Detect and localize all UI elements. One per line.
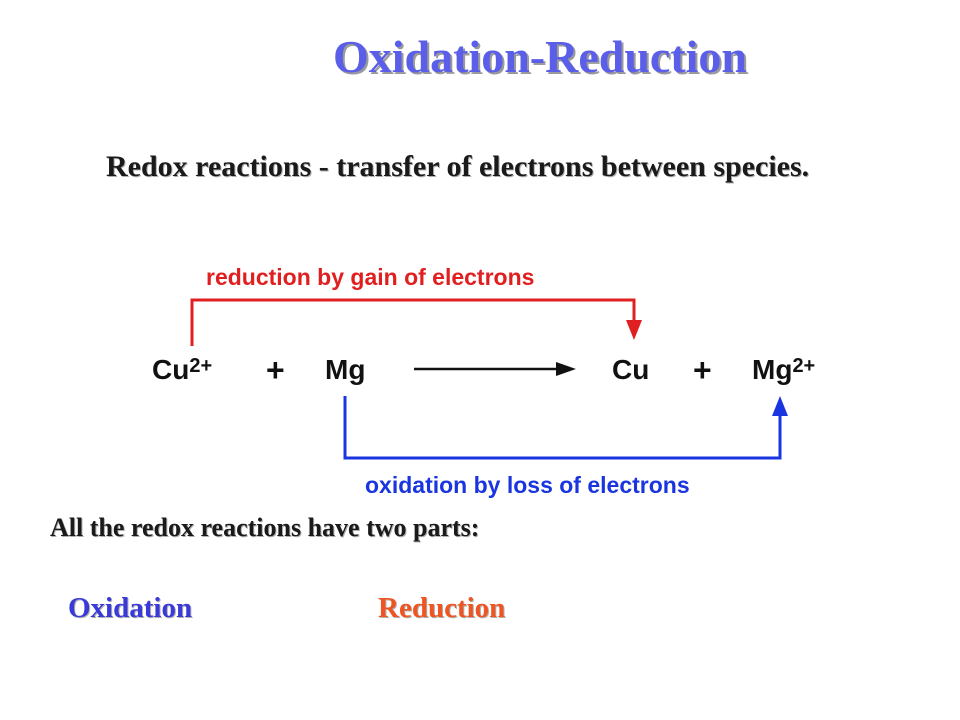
reactant-cu-ion: Cu2+: [152, 354, 212, 385]
slide-title: Oxidation-Reduction: [332, 31, 748, 82]
oxidation-label: oxidation by loss of electrons: [365, 472, 690, 498]
reduction-part-label: Reduction: [378, 592, 506, 624]
reactant-mg: Mg: [325, 354, 365, 385]
oxidation-bracket: [343, 396, 788, 460]
product-cu-symbol: Cu: [612, 354, 649, 385]
reactant-mg-symbol: Mg: [325, 354, 365, 385]
parts-heading: All the redox reactions have two parts:: [50, 513, 480, 542]
reduction-arrow-head: [626, 320, 642, 340]
reduction-label: reduction by gain of electrons: [206, 264, 534, 290]
product-cu: Cu: [612, 354, 649, 385]
plus-sign-left: +: [266, 352, 285, 388]
oxidation-part-label: Oxidation: [68, 592, 193, 624]
reaction-arrow: [414, 362, 576, 376]
reactant-cu-symbol: Cu: [152, 354, 189, 385]
reduction-bracket: [190, 298, 642, 346]
reduction-bracket-line: [190, 298, 636, 346]
intro-text: Redox reactions - transfer of electrons …: [106, 150, 810, 183]
product-mg-ion: Mg2+: [752, 354, 815, 385]
oxidation-arrow-head: [772, 396, 788, 416]
plus-sign-right: +: [693, 352, 712, 388]
product-mg-charge: 2+: [792, 355, 815, 377]
product-mg-symbol: Mg: [752, 354, 792, 385]
reactant-cu-charge: 2+: [189, 355, 212, 377]
oxidation-bracket-line: [343, 396, 782, 460]
reaction-arrow-head: [556, 362, 576, 376]
